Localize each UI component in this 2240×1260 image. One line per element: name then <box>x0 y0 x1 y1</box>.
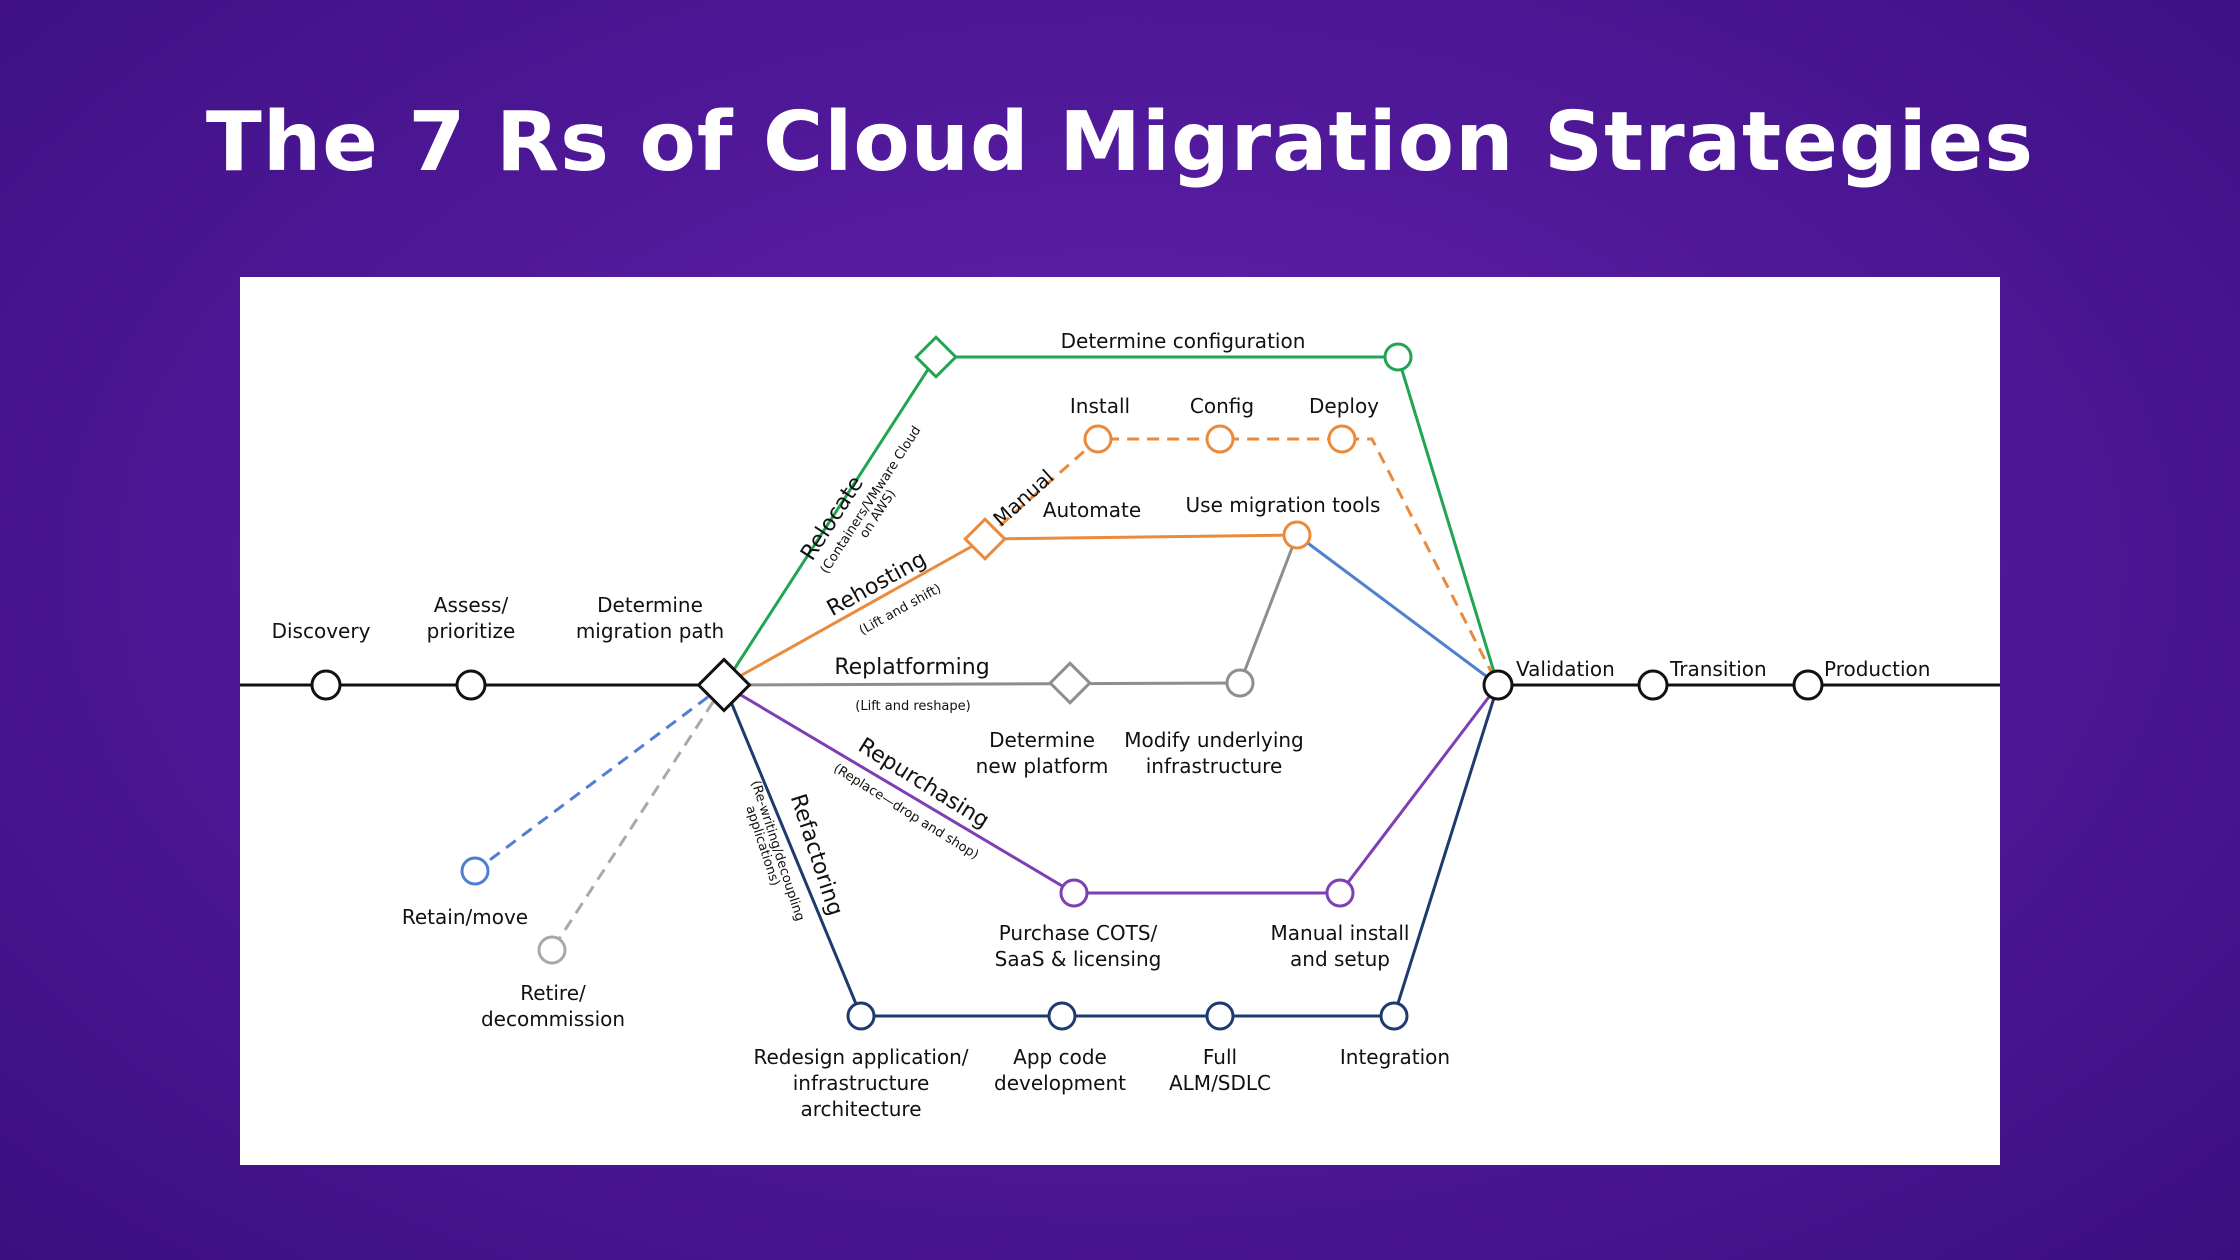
rehosting-diamond <box>963 517 1007 561</box>
retain-node <box>460 856 490 886</box>
determine-configuration-label: Determine configuration <box>1061 329 1306 353</box>
redesign-label-1: Redesign application/ <box>753 1045 968 1069</box>
assess-node <box>455 669 487 701</box>
install-label: Install <box>1070 394 1130 418</box>
validation-node <box>1482 669 1514 701</box>
relocate-end-node <box>1383 342 1413 372</box>
transition-label: Transition <box>1669 657 1767 681</box>
determine-label-2: migration path <box>576 619 724 643</box>
modify-infra-label-2: infrastructure <box>1146 754 1283 778</box>
integration-label: Integration <box>1340 1045 1450 1069</box>
appcode-label-2: development <box>994 1071 1126 1095</box>
assess-label-2: prioritize <box>427 619 516 643</box>
replatforming-sub: (Lift and reshape) <box>855 699 970 714</box>
tools-to-validation-line <box>1296 533 1499 687</box>
rehosting-automate-line <box>984 533 1298 541</box>
new-platform-label-1: Determine <box>989 728 1095 752</box>
install-node <box>1083 424 1113 454</box>
redesign-label-2: infrastructure <box>793 1071 930 1095</box>
appcode-node <box>1047 1001 1077 1031</box>
new-platform-label-2: new platform <box>976 754 1109 778</box>
config-label: Config <box>1190 394 1254 418</box>
relocate-diamond <box>914 335 958 379</box>
retire-label-2: decommission <box>481 1007 625 1031</box>
retain-line <box>474 683 725 873</box>
determine-label-1: Determine <box>597 593 703 617</box>
manual-install-label-2: and setup <box>1290 947 1390 971</box>
replatforming-label: Replatforming <box>834 655 989 680</box>
validation-label: Validation <box>1516 657 1615 681</box>
alm-node <box>1205 1001 1235 1031</box>
migration-tools-node <box>1282 520 1312 550</box>
replatform-diamond <box>1048 661 1092 705</box>
discovery-label: Discovery <box>272 619 371 643</box>
alm-label-1: Full <box>1203 1045 1237 1069</box>
manual-install-node <box>1325 878 1355 908</box>
assess-label-1: Assess/ <box>434 593 509 617</box>
replatforming-up-line <box>1238 534 1299 684</box>
transition-node <box>1637 669 1669 701</box>
appcode-label-1: App code <box>1013 1045 1107 1069</box>
migration-diagram: Discovery Assess/ prioritize Determine m… <box>240 329 2000 1121</box>
alm-label-2: ALM/SDLC <box>1169 1071 1271 1095</box>
config-node <box>1205 424 1235 454</box>
rehosting-line <box>723 537 986 687</box>
manual-install-label-1: Manual install <box>1271 921 1410 945</box>
rehosting-manual-line <box>984 437 1500 686</box>
discovery-node <box>310 669 342 701</box>
diagram-panel: Discovery Assess/ prioritize Determine m… <box>240 277 2000 1165</box>
relocate-line <box>722 355 1500 686</box>
automate-label: Automate <box>1043 498 1141 522</box>
purchase-cots-label-1: Purchase COTS/ <box>999 921 1158 945</box>
deploy-label: Deploy <box>1309 394 1379 418</box>
migration-tools-label: Use migration tools <box>1186 493 1381 517</box>
integration-node <box>1379 1001 1409 1031</box>
purchase-cots-node <box>1059 878 1089 908</box>
deploy-node <box>1327 424 1357 454</box>
redesign-node <box>846 1001 876 1031</box>
retain-label: Retain/move <box>402 905 528 929</box>
purchase-cots-label-2: SaaS & licensing <box>995 947 1162 971</box>
slide-title: The 7 Rs of Cloud Migration Strategies <box>205 95 2035 190</box>
redesign-label-3: architecture <box>800 1097 921 1121</box>
production-label: Production <box>1824 657 1930 681</box>
decision-diamond <box>696 657 752 713</box>
retire-line <box>550 684 726 951</box>
refactoring-line <box>722 684 1500 1018</box>
modify-infra-label-1: Modify underlying <box>1124 728 1304 752</box>
repurchasing-line <box>723 683 1500 895</box>
retire-node <box>537 935 567 965</box>
production-node <box>1792 669 1824 701</box>
retire-label-1: Retire/ <box>520 981 586 1005</box>
modify-infra-node <box>1225 668 1255 698</box>
replatforming-line <box>723 681 1241 687</box>
